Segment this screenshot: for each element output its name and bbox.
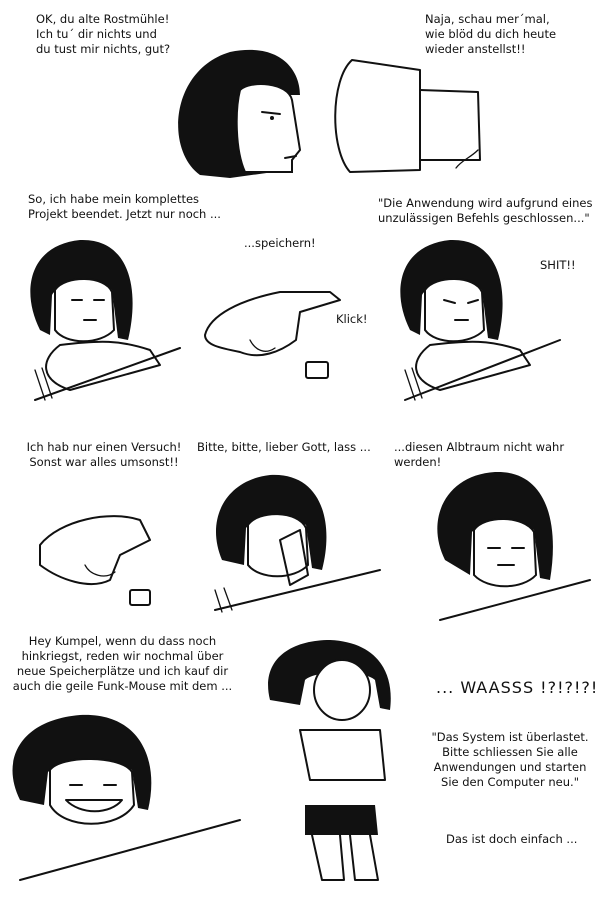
caption-panel3: ...speichern!: [244, 236, 316, 250]
caption-system-message: "Das System ist überlastet. Bitte schlie…: [431, 730, 589, 789]
girl-praying-drawing: [214, 474, 381, 613]
girl-profile-drawing: [178, 49, 302, 179]
shout-waasss: ... WAASSS !?!?!?!: [436, 678, 599, 697]
caption-panel7: ...diesen Albtraum nicht wahr werden!: [394, 440, 565, 469]
sfx-click: Klick!: [336, 312, 368, 326]
hand-hovering-drawing: [39, 515, 151, 606]
caption-panel1-right: Naja, schau mer´mal, wie blöd du dich he…: [425, 12, 557, 56]
girl-desk-drawing-1: [30, 239, 181, 401]
caption-panel6: Bitte, bitte, lieber Gott, lass ...: [197, 440, 371, 454]
girl-grinning-drawing: [12, 714, 241, 881]
caption-panel4: "Die Anwendung wird aufgrund eines unzul…: [378, 196, 593, 225]
girl-standing-drawing: [268, 640, 391, 881]
sfx-shit: SHIT!!: [540, 258, 576, 272]
caption-panel1-left: OK, du alte Rostmühle! Ich tu´ dir nicht…: [36, 12, 171, 56]
caption-panel5: Ich hab nur einen Versuch! Sonst war all…: [26, 440, 182, 469]
caption-panel8: Hey Kumpel, wenn du dass noch hinkriegst…: [12, 634, 233, 693]
monitor-drawing: [334, 59, 481, 173]
girl-crying-drawing: [437, 471, 591, 621]
caption-panel2: So, ich habe mein komplettes Projekt bee…: [28, 192, 221, 221]
hand-clicking-drawing: [204, 291, 341, 379]
girl-shocked-drawing: [400, 239, 561, 401]
caption-panel9-end: Das ist doch einfach ...: [446, 832, 578, 846]
